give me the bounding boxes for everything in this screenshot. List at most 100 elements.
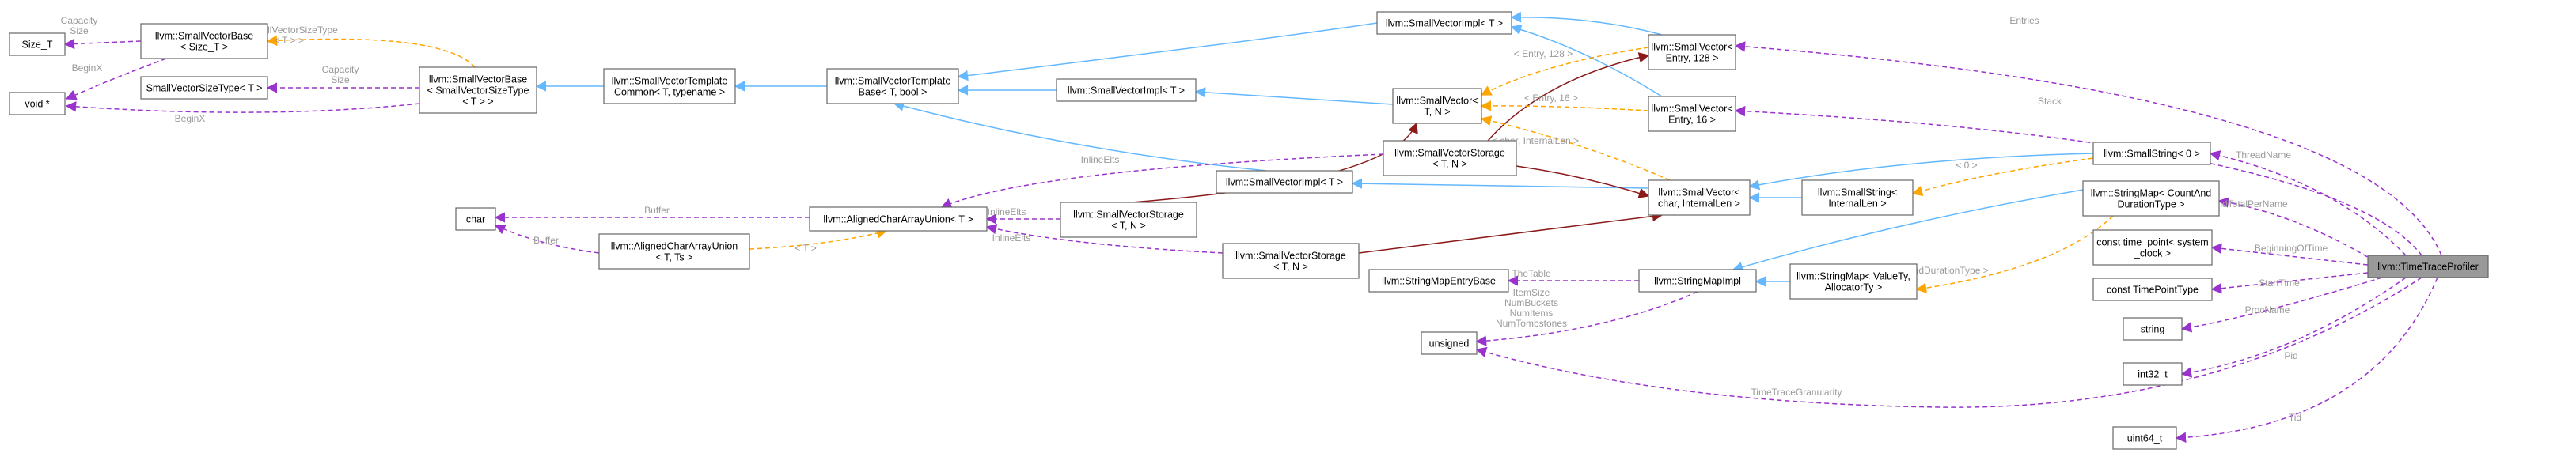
- class-node-box: [1216, 170, 1353, 194]
- class-node-label: void *: [25, 99, 49, 110]
- class-node-label: llvm::AlignedCharArrayUnion< T >: [823, 214, 973, 225]
- class-node-string[interactable]: string: [2123, 317, 2183, 341]
- class-node-box: [809, 206, 988, 232]
- class-node-stringmap-value[interactable]: llvm::StringMap< ValueTy,AllocatorTy >: [1789, 263, 1918, 300]
- edge-member-profiler-to-smallstring_0: [2209, 150, 2407, 256]
- edge-member-profiler-to-string: [2180, 277, 2383, 333]
- class-node-label: llvm::SmallVector<: [1658, 187, 1739, 198]
- class-node-svstorage-a[interactable]: llvm::SmallVectorStorage< T, N >: [1383, 140, 1517, 176]
- class-node-sv-entry16[interactable]: llvm::SmallVector<Entry, 16 >: [1648, 96, 1736, 132]
- edge-label-line: InlineElts: [988, 206, 1026, 217]
- class-node-void-ptr[interactable]: void *: [9, 92, 66, 115]
- class-node-stringmap-impl[interactable]: llvm::StringMapImpl: [1638, 269, 1757, 293]
- class-node-box: [1648, 34, 1736, 70]
- class-node-box: [1648, 179, 1751, 216]
- class-node-stringmap-count[interactable]: llvm::StringMap< CountAndDurationType >: [2082, 180, 2220, 217]
- class-node-svstorage-c[interactable]: llvm::SmallVectorStorage< T, N >: [1222, 243, 1360, 279]
- class-node-const-tp[interactable]: const TimePointType: [2092, 278, 2213, 301]
- edge-label-line: StartTime: [2259, 278, 2300, 289]
- class-node-svsizetype[interactable]: SmallVectorSizeType< T >: [140, 76, 268, 100]
- class-node-label: llvm::SmallVectorImpl< T >: [1068, 85, 1185, 96]
- class-node-aligned-union-t[interactable]: llvm::AlignedCharArrayUnion< T >: [809, 206, 988, 232]
- edge-label-beginx-a: BeginX: [72, 62, 103, 74]
- edge-label-line: < Entry, 16 >: [1524, 93, 1578, 104]
- edge-member-svbase_size-to-void_ptr: [65, 58, 167, 100]
- edge-member-stringmap_impl-to-unsigned: [1475, 291, 1698, 346]
- class-node-int32[interactable]: int32_t: [2123, 362, 2183, 386]
- class-node-svimpl-mid[interactable]: llvm::SmallVectorImpl< T >: [1056, 78, 1197, 102]
- class-node-box: [2092, 142, 2211, 165]
- edge-member-svbase_size-to-size_t: [63, 38, 142, 50]
- edge-label-line: Buffer: [644, 205, 670, 216]
- class-node-label: AllocatorTy >: [1825, 282, 1883, 293]
- edge-protect-svstorage_a-to-sv_char: [1516, 165, 1650, 198]
- class-node-label: int32_t: [2138, 369, 2168, 380]
- class-node-box: [1789, 263, 1918, 300]
- edge-label-start-time: StartTime: [2259, 278, 2300, 289]
- edge-label-line: BeginX: [72, 62, 103, 74]
- edge-inherit-sv_entry16-to-svimpl_top: [1510, 24, 1663, 97]
- edge-label-zero-tmpl: < 0 >: [1956, 160, 1977, 171]
- edge-templ-stringmap_count-to-stringmap_value: [1915, 215, 2114, 293]
- class-node-box: [1056, 78, 1197, 102]
- class-node-sv-entry128[interactable]: llvm::SmallVector<Entry, 128 >: [1648, 34, 1736, 70]
- edge-label-entry16-tmpl: < Entry, 16 >: [1524, 93, 1578, 104]
- class-node-smallstring-0[interactable]: llvm::SmallString< 0 >: [2092, 142, 2211, 165]
- class-node-time-point[interactable]: const time_point< system_clock >: [2092, 229, 2213, 266]
- class-node-box: [2092, 229, 2213, 266]
- class-node-box: [1801, 179, 1914, 216]
- class-node-box: [1648, 96, 1736, 132]
- edge-inherit-smallstring_0-to-sv_char: [1748, 153, 2094, 191]
- class-node-box: [1421, 331, 1478, 355]
- class-node-label: InternalLen >: [1828, 198, 1886, 210]
- class-node-label: < T, N >: [1273, 262, 1308, 273]
- edge-inherit-smallvector_tn-to-svimpl_mid: [1194, 87, 1394, 105]
- class-node-label: < T, N >: [1111, 221, 1146, 232]
- class-node-unsigned[interactable]: unsigned: [1421, 331, 1478, 355]
- class-node-label: < T > >: [462, 96, 494, 108]
- class-node-label: _clock >: [2134, 248, 2171, 259]
- class-node-box: [2367, 255, 2489, 278]
- edge-label-proc-name: ProcName: [2245, 304, 2290, 315]
- edge-label-line: NumBuckets: [1504, 297, 1558, 308]
- class-node-label: uint64_t: [2127, 433, 2163, 444]
- edge-label-line: BeginningOfTime: [2255, 243, 2328, 254]
- class-node-sv-char[interactable]: llvm::SmallVector<char, InternalLen >: [1648, 179, 1751, 216]
- class-node-box: [826, 68, 959, 104]
- edge-label-inline-elts-b: InlineElts: [988, 206, 1026, 217]
- edge-label-t-tmpl: < T >: [795, 243, 817, 254]
- edge-member-profiler-to-time_point: [2210, 243, 2369, 266]
- class-node-label: char, InternalLen >: [1658, 198, 1740, 210]
- class-node-aligned-union-ts[interactable]: llvm::AlignedCharArrayUnion< T, Ts >: [598, 233, 750, 270]
- edge-label-inline-elts-c: InlineElts: [992, 232, 1031, 244]
- class-node-char[interactable]: char: [455, 207, 496, 231]
- class-node-label: unsigned: [1429, 338, 1470, 349]
- class-node-box: [140, 76, 268, 100]
- edge-inherit-sv_entry128-to-svimpl_top: [1510, 12, 1663, 36]
- class-node-svstorage-b[interactable]: llvm::SmallVectorStorage< T, N >: [1060, 202, 1197, 238]
- class-node-stringmap-entrybase[interactable]: llvm::StringMapEntryBase: [1368, 269, 1509, 293]
- class-node-svbase-sizetype[interactable]: llvm::SmallVectorBase< SmallVectorSizeTy…: [419, 66, 537, 114]
- class-node-box: [140, 23, 268, 59]
- edge-label-thread-name: ThreadName: [2236, 149, 2291, 160]
- class-node-smallvector-tn[interactable]: llvm::SmallVector<T, N >: [1392, 88, 1482, 124]
- class-node-label: DurationType >: [2117, 199, 2184, 210]
- edge-label-line: TheTable: [1512, 268, 1551, 279]
- edge-templ-sv_entry128-to-smallvector_tn: [1480, 47, 1649, 96]
- edge-label-line: Size: [331, 74, 350, 85]
- edge-label-line: NumItems: [1510, 308, 1554, 319]
- class-node-uint64[interactable]: uint64_t: [2112, 426, 2177, 450]
- edge-templ-sv_entry16-to-smallvector_tn: [1480, 100, 1649, 111]
- class-node-svbase-size[interactable]: llvm::SmallVectorBase< Size_T >: [140, 23, 268, 59]
- edge-protect-svstorage_c-to-sv_char: [1358, 210, 1664, 254]
- class-node-svimpl-low[interactable]: llvm::SmallVectorImpl< T >: [1216, 170, 1353, 194]
- class-node-label: llvm::SmallVectorBase: [155, 31, 253, 42]
- class-node-size-t[interactable]: Size_T: [9, 32, 66, 56]
- class-node-smallstring-len[interactable]: llvm::SmallString<InternalLen >: [1801, 179, 1914, 216]
- edge-label-entry128-tmpl: < Entry, 128 >: [1514, 48, 1573, 59]
- class-node-svimpl-top[interactable]: llvm::SmallVectorImpl< T >: [1376, 11, 1512, 35]
- edge-member-profiler-to-const_tp: [2210, 272, 2369, 294]
